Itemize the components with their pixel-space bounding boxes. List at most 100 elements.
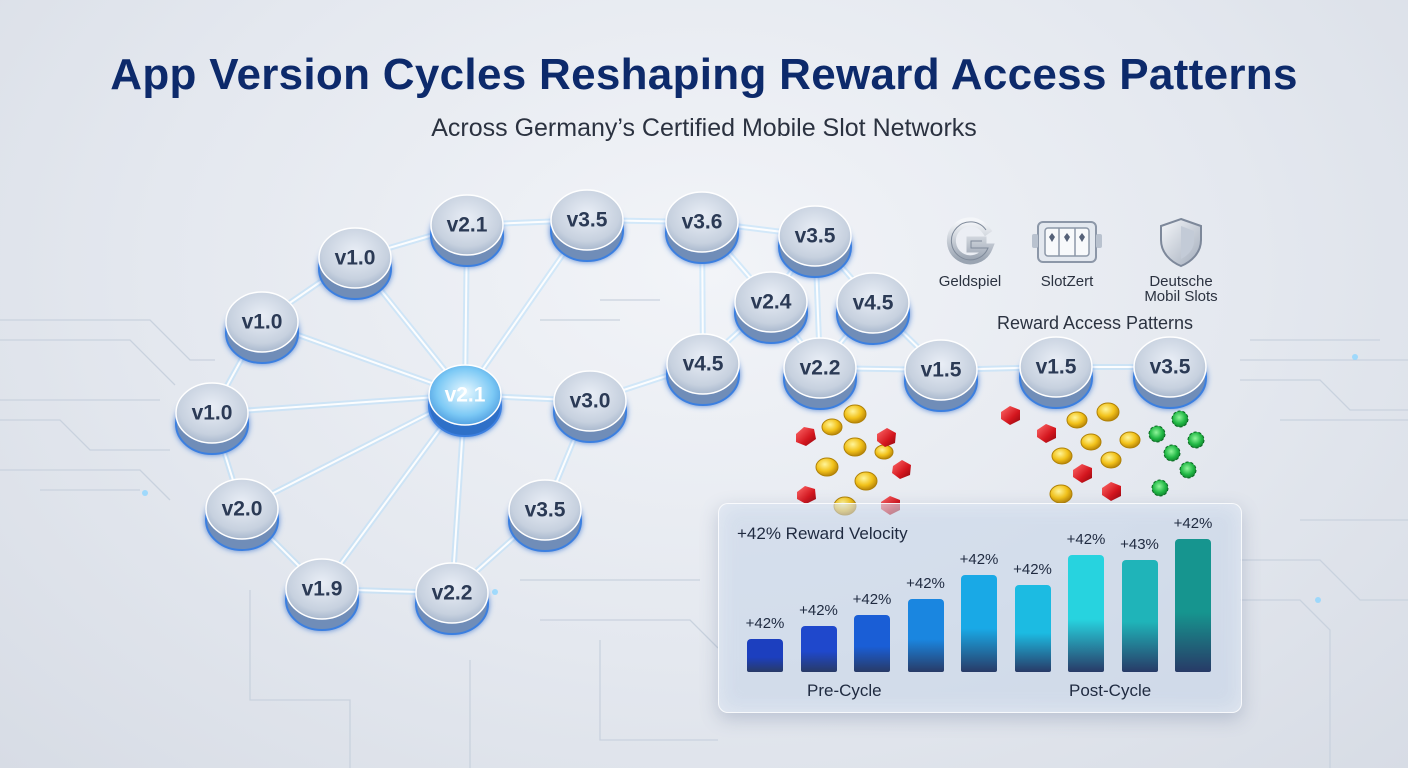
version-node: v4.5: [666, 333, 740, 406]
node-label: v1.0: [335, 247, 376, 270]
circuit-trace: [249, 590, 351, 768]
bar-value-label: +42%: [745, 615, 785, 632]
circuit-trace: [1240, 559, 1408, 601]
circuit-trace: [1240, 599, 1331, 768]
version-node: v2.2: [783, 337, 857, 410]
circuit-dot: [1352, 354, 1358, 360]
bar-value-label: +42%: [852, 591, 892, 608]
chart-bar: [747, 639, 783, 672]
post-cycle-label: Post-Cycle: [1069, 681, 1152, 700]
node-disk: [430, 194, 504, 256]
bar-value-label: +42%: [906, 574, 945, 592]
network-edge: [211, 394, 466, 414]
node-disk: [1133, 336, 1207, 398]
green-chip-icon: [1151, 479, 1169, 497]
bar-value-label: +42%: [1013, 561, 1052, 578]
page-subtitle: Across Germany’s Certified Mobile Slot N…: [431, 114, 977, 142]
chart-bar: [800, 625, 837, 672]
version-node: v2.4: [734, 271, 808, 344]
pre-cycle-label: Pre-Cycle: [807, 681, 882, 700]
node-label: v3.5: [525, 499, 566, 522]
ruby-gem-icon: [1037, 424, 1056, 443]
node-label: v2.0: [222, 498, 263, 521]
gold-coin-icon: [1080, 433, 1102, 451]
gold-coin-icon: [843, 404, 867, 424]
version-node: v2.2: [415, 562, 489, 635]
gold-coin-icon: [1049, 484, 1073, 504]
node-disk: [225, 291, 299, 353]
brand-deutsche-mobil-slots: Deutsche Mobil Slots: [1126, 216, 1236, 304]
node-disk: [1019, 336, 1093, 398]
ruby-gem-icon: [797, 486, 816, 504]
node-disk: [205, 478, 279, 540]
chart-bar: [961, 574, 997, 672]
ruby-gem-icon: [1102, 482, 1121, 501]
node-label: v3.0: [570, 390, 611, 413]
gold-coin-icon: [815, 457, 839, 477]
node-label: v3.5: [567, 209, 608, 232]
gold-coin-icon: [1100, 451, 1122, 469]
gold-coin-icon: [1119, 431, 1141, 449]
version-node: v1.5: [904, 339, 978, 412]
node-label: v3.6: [682, 211, 723, 234]
chart-bar: [1175, 538, 1211, 672]
shield-icon: [1160, 217, 1202, 268]
ruby-gem-icon: [796, 427, 816, 446]
version-node: v2.1: [430, 194, 504, 267]
node-label: v1.5: [1036, 356, 1077, 379]
node-disk: [553, 370, 627, 432]
brand-slotzert: SlotZert: [1012, 216, 1122, 289]
circuit-trace: [0, 319, 215, 361]
node-disk: [508, 479, 582, 541]
version-node: v3.5: [778, 205, 852, 278]
gold-coin-icon: [1051, 447, 1073, 465]
node-label: v2.4: [751, 291, 792, 314]
slot-machine-icon: [1032, 221, 1102, 263]
version-node: v3.6: [665, 191, 739, 264]
circuit-dot: [142, 490, 148, 496]
network-edge: [241, 394, 466, 510]
gold-coin-icon: [874, 444, 894, 460]
node-disk: [904, 339, 978, 401]
node-disk: [666, 333, 740, 395]
gold-coin-icon: [843, 437, 867, 457]
gold-coin-icon: [854, 471, 878, 491]
version-node: v1.0: [318, 227, 392, 300]
ruby-gem-icon: [1001, 406, 1020, 425]
ruby-gem-icon: [877, 428, 896, 447]
node-label: v1.0: [242, 311, 283, 334]
node-label: v2.2: [800, 357, 841, 380]
page-title: App Version Cycles Reshaping Reward Acce…: [110, 50, 1298, 99]
version-node: v1.0: [175, 382, 249, 455]
node-disk: [665, 191, 739, 253]
gold-coin-icon: [1066, 411, 1088, 429]
node-disk: [778, 205, 852, 267]
circuit-trace: [0, 469, 171, 501]
circuit-dot: [492, 589, 498, 595]
version-node: v4.5: [836, 272, 910, 345]
node-label: v2.2: [432, 582, 473, 605]
version-node: v2.0: [205, 478, 279, 551]
brand-label: Geldspiel: [938, 273, 1002, 290]
version-node: v1.5: [1019, 336, 1093, 409]
version-node: v3.5: [550, 189, 624, 262]
bar-value-label: +43%: [1120, 535, 1159, 553]
node-disk: [428, 364, 502, 426]
node-label: v1.5: [921, 359, 962, 382]
version-node: v3.5: [1133, 336, 1207, 409]
bar-value-label: +42%: [1173, 514, 1213, 532]
green-chip-icon: [1179, 461, 1197, 479]
g-logo-icon: [946, 217, 995, 265]
reward-velocity-panel: +42% Reward Velocity +42%+42%+42%+42%+42…: [718, 503, 1242, 713]
chart-bar: [907, 598, 944, 672]
node-disk: [285, 558, 359, 620]
chart-bar: [1068, 555, 1104, 672]
chart-bar: [1121, 559, 1158, 672]
brand-geldspiel: Geldspiel: [915, 216, 1025, 289]
gold-coin-icon: [1096, 402, 1120, 422]
brands-heading: Reward Access Patterns: [996, 313, 1194, 333]
chart-bar: [1014, 585, 1051, 672]
node-disk: [734, 271, 808, 333]
brand-label: SlotZert: [1040, 273, 1094, 290]
